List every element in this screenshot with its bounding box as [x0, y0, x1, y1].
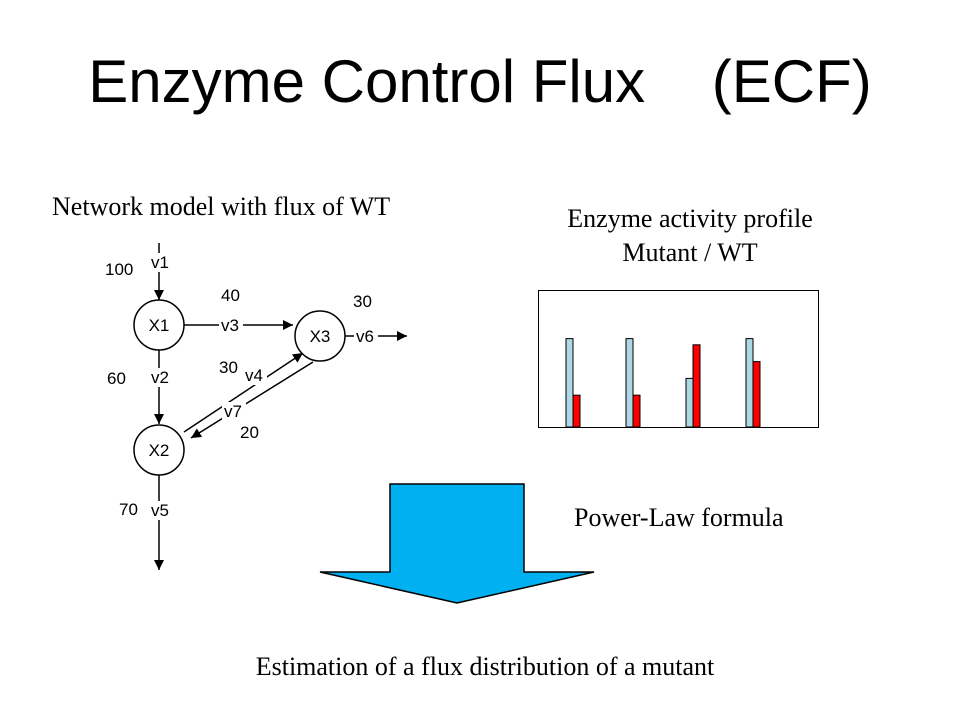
reaction-label-v4: v4 — [245, 366, 263, 385]
reaction-label-v2: v2 — [151, 368, 169, 387]
flux-value-v2: 60 — [107, 369, 126, 388]
chart-frame — [538, 290, 819, 428]
bar-wt-4 — [745, 338, 754, 428]
node-label-x3: X3 — [310, 327, 331, 346]
flux-value-v3: 40 — [221, 286, 240, 305]
network-caption: Network model with flux of WT — [52, 192, 391, 221]
bar-mutant-1 — [572, 394, 581, 428]
bar-wt-1 — [565, 338, 574, 428]
flux-value-v4: 30 — [219, 358, 238, 377]
bar-mutant-3 — [692, 344, 701, 428]
slide-title: Enzyme Control Flux (ECF) — [88, 48, 872, 115]
edge-v4 — [183, 352, 304, 433]
reaction-label-v1: v1 — [151, 253, 169, 272]
node-x1 — [133, 299, 185, 351]
edge-v7 — [190, 361, 314, 439]
formula-label: Power-Law formula — [574, 503, 784, 532]
reaction-label-v3: v3 — [221, 316, 239, 335]
reaction-label-v5: v5 — [151, 501, 169, 520]
result-caption: Estimation of a flux distribution of a m… — [255, 652, 715, 681]
node-x2 — [133, 424, 185, 476]
flux-value-v5: 70 — [119, 500, 138, 519]
reaction-label-v7: v7 — [224, 402, 242, 421]
profile-caption: Enzyme activity profile Mutant / WT — [520, 202, 860, 270]
reaction-label-v6: v6 — [356, 327, 374, 346]
flux-value-v1: 100 — [105, 260, 133, 279]
bar-mutant-4 — [752, 361, 761, 428]
profile-caption-line1: Enzyme activity profile — [567, 204, 813, 233]
profile-caption-line2: Mutant / WT — [622, 238, 758, 267]
down-arrow — [319, 483, 595, 604]
flux-value-v7: 20 — [240, 423, 259, 442]
enzyme-activity-chart — [538, 290, 819, 428]
down-arrow-shape — [319, 483, 595, 604]
bar-wt-3 — [685, 377, 694, 428]
node-label-x1: X1 — [149, 316, 170, 335]
flux-value-v6: 30 — [353, 292, 372, 311]
node-label-x2: X2 — [149, 441, 170, 460]
node-x3 — [294, 310, 346, 362]
bar-mutant-2 — [632, 394, 641, 428]
bar-wt-2 — [625, 338, 634, 428]
